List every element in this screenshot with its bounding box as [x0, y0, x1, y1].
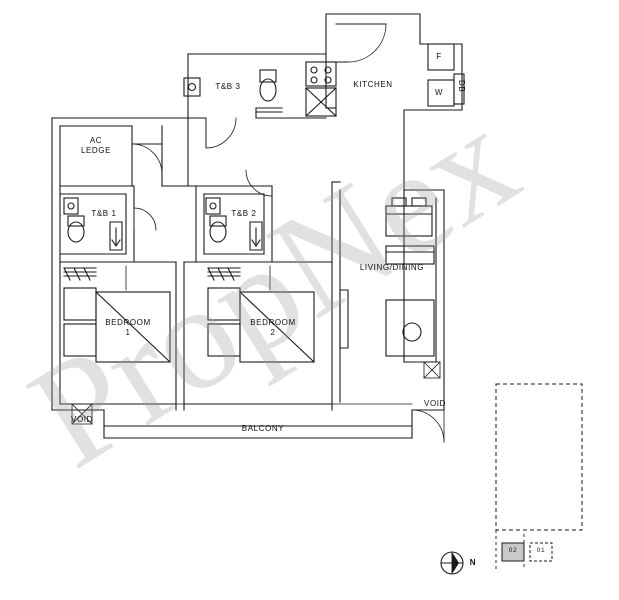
room-label-living: LIVING/DINING [359, 263, 425, 272]
key-plan-unit-01: 01 [536, 547, 546, 554]
appliance-label-washer: W [434, 88, 444, 97]
room-label-bedroom2: BEDROOM 2 [250, 318, 296, 337]
room-label-tb3: T&B 3 [215, 82, 241, 91]
room-label-acledge: AC LEDGE [80, 136, 112, 155]
room-label-kitchen: KITCHEN [353, 80, 393, 89]
compass-north-label: N [469, 558, 477, 567]
room-label-tb2: T&B 2 [231, 209, 257, 218]
appliance-label-db: DB [457, 80, 466, 93]
room-label-tb1: T&B 1 [91, 209, 117, 218]
room-label-void-right: VOID [424, 399, 446, 408]
key-plan-unit-02: 02 [508, 547, 518, 554]
room-label-balcony: BALCONY [241, 424, 285, 433]
compass-icon [440, 551, 464, 575]
key-plan [495, 383, 583, 572]
appliance-label-fridge: F [436, 52, 442, 61]
room-label-bedroom1: BEDROOM 1 [105, 318, 151, 337]
room-label-void-left: VOID [71, 415, 93, 424]
